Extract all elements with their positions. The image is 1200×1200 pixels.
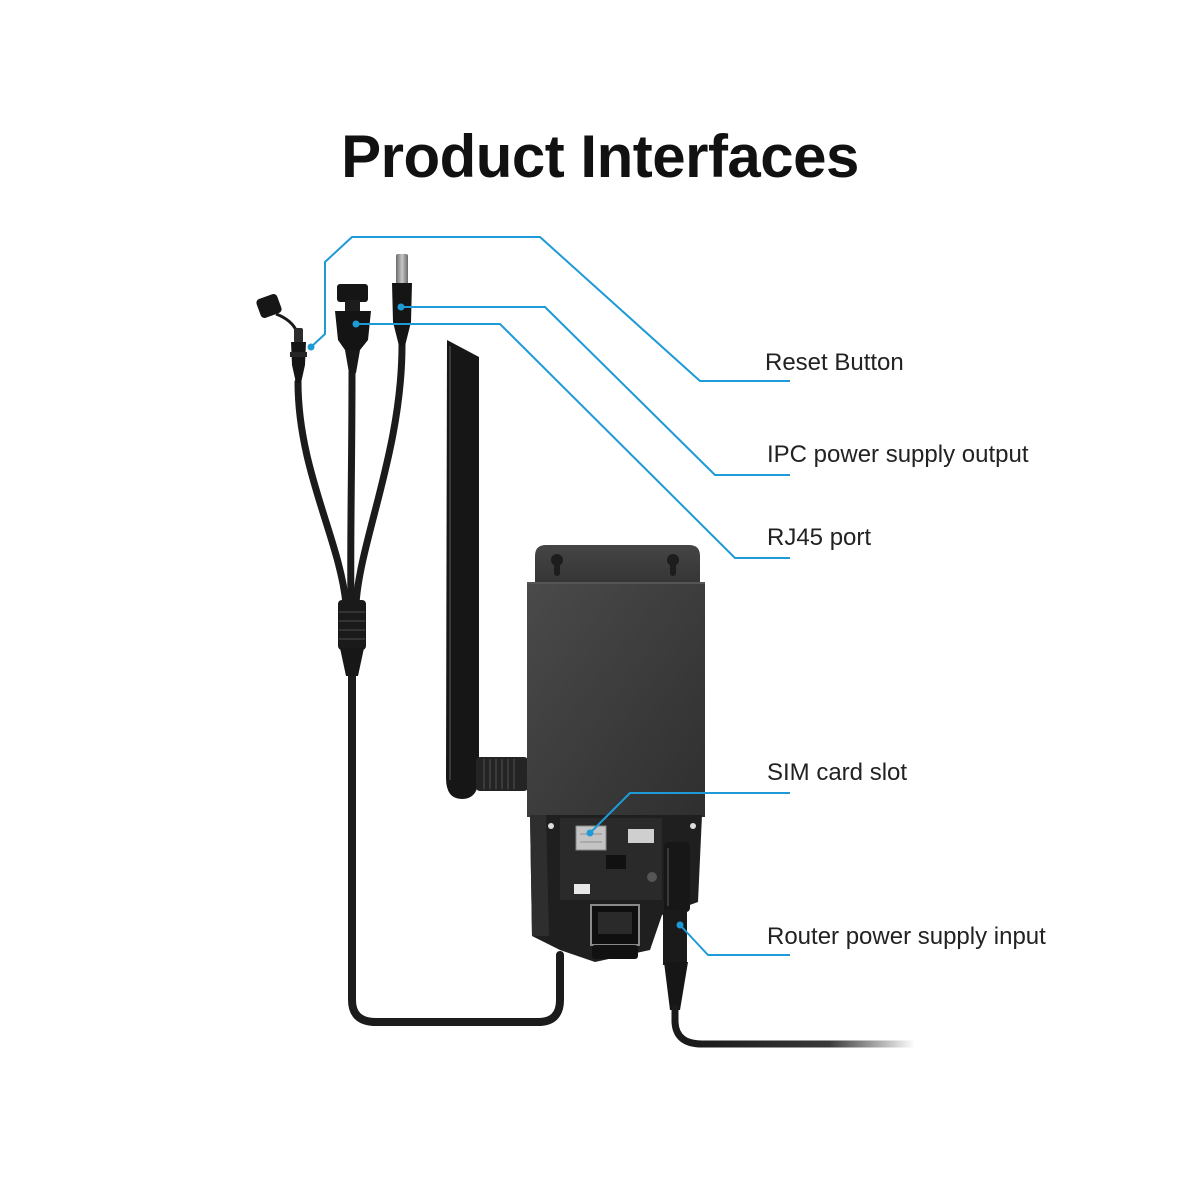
rj45-connector	[335, 284, 371, 373]
antenna	[446, 340, 479, 799]
dc-connector	[392, 254, 412, 346]
port-cover	[592, 945, 638, 959]
screw-right	[690, 823, 696, 829]
sim-card-slot	[575, 825, 607, 851]
callout-lines	[307, 236, 790, 956]
reset-cable	[294, 378, 350, 608]
cable-splice	[338, 600, 366, 676]
page-title: Product Interfaces	[341, 123, 859, 190]
callout-line-rj45	[356, 323, 790, 559]
screw-left	[548, 823, 554, 829]
power-jack	[663, 842, 690, 1010]
keyhole-left	[551, 554, 563, 576]
label-rj45-port: RJ45 port	[767, 524, 872, 551]
router-body	[527, 545, 705, 1010]
rj45-port	[590, 904, 640, 946]
callout-line-router-power	[679, 924, 790, 956]
callout-line-reset	[310, 236, 790, 382]
callout-line-ipc-power	[401, 306, 790, 476]
main-cable	[348, 668, 564, 1026]
dust-cap	[256, 293, 299, 333]
cable-harness	[256, 254, 564, 1026]
keyhole-right	[667, 554, 679, 576]
reset-connector	[290, 328, 307, 383]
label-reset-button: Reset Button	[765, 349, 904, 376]
open-compartment	[530, 815, 702, 962]
dc-cable	[352, 341, 406, 608]
rj45-cable	[347, 368, 356, 608]
label-sim-card-slot: SIM card slot	[767, 759, 908, 786]
label-ipc-power-output: IPC power supply output	[767, 441, 1029, 468]
router-housing	[527, 582, 705, 817]
board-chip	[606, 855, 626, 869]
label-router-power-input: Router power supply input	[767, 923, 1046, 950]
callout-line-sim	[589, 792, 790, 834]
power-cable	[671, 1004, 919, 1048]
antenna-hinge	[476, 757, 528, 791]
board-component	[628, 829, 654, 843]
board-connector	[574, 884, 590, 894]
mounting-flange	[535, 545, 700, 584]
board-led	[647, 872, 657, 882]
